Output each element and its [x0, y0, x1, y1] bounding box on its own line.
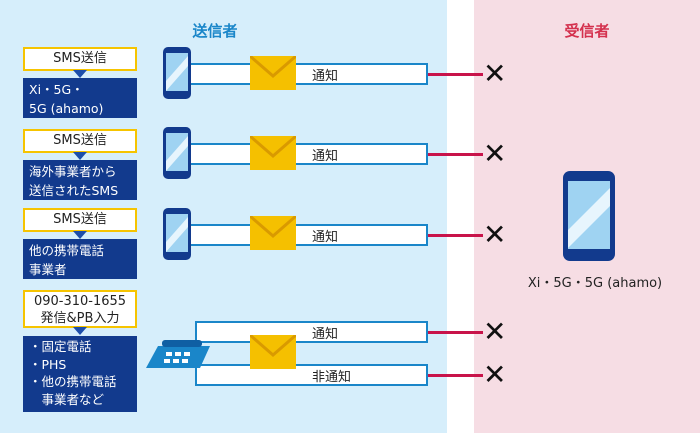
receiver-label: Xi・5G・5G (ahamo) — [527, 276, 663, 291]
smartphone-icon — [163, 208, 191, 260]
sender-desc-line: ・固定電話 — [29, 339, 92, 354]
sms-send-tag-1: SMS送信 — [23, 47, 137, 78]
sms-send-tag-2: SMS送信 — [23, 129, 137, 160]
sender-desc-line: 5G (ahamo) — [29, 101, 104, 116]
sender-desc-line: ・PHS — [29, 356, 67, 372]
blocked-x-icon: ✕ — [483, 315, 507, 348]
sender-desc-line: Xi・5G・ — [29, 82, 84, 97]
smartphone-icon — [163, 127, 191, 179]
blocked-line-5 — [428, 374, 483, 377]
notice-label-1: 通知 — [312, 69, 339, 84]
notice-label-4: 通知 — [312, 327, 339, 342]
mail-icon — [250, 56, 296, 90]
sms-send-tag-3: SMS送信 — [23, 208, 137, 239]
blocked-x-icon: ✕ — [483, 218, 507, 251]
sender-header: 送信者 — [192, 22, 238, 40]
mail-icon — [250, 335, 296, 369]
pb-input-label: 発信&PB入力 — [40, 311, 120, 326]
blocked-line-2 — [428, 153, 483, 156]
sender-desc-line: 事業者 — [29, 262, 67, 277]
blocked-line-3 — [428, 234, 483, 237]
notice-bar-3 — [182, 224, 428, 246]
sender-desc-4: ・固定電話 ・PHS ・他の携帯電話 事業者など — [23, 336, 137, 412]
sender-desc-1: Xi・5G・ 5G (ahamo) — [23, 78, 137, 118]
receiver-header: 受信者 — [564, 22, 610, 40]
mail-icon — [250, 216, 296, 250]
notice-label-5: 非通知 — [312, 370, 352, 385]
mail-icon — [250, 136, 296, 170]
notice-bar-5 — [195, 364, 428, 386]
sender-desc-line: 他の携帯電話 — [29, 243, 105, 258]
blocked-x-icon: ✕ — [483, 358, 507, 391]
notice-label-2: 通知 — [312, 149, 339, 164]
sender-desc-line: 海外事業者から — [29, 164, 117, 179]
landline-phone-icon — [146, 340, 210, 368]
smartphone-icon — [163, 47, 191, 99]
blocked-x-icon: ✕ — [483, 57, 507, 90]
notice-bar-1 — [182, 63, 428, 85]
sender-desc-2: 海外事業者から 送信されたSMS — [23, 160, 137, 200]
blocked-line-4 — [428, 331, 483, 334]
blocked-line-1 — [428, 73, 483, 76]
blocked-x-icon: ✕ — [483, 137, 507, 170]
sender-desc-line: ・他の携帯電話 — [29, 374, 117, 389]
notice-bar-2 — [182, 143, 428, 165]
receiver-smartphone-icon — [563, 171, 615, 261]
sender-desc-line: 事業者など — [29, 391, 105, 407]
notice-label-3: 通知 — [312, 230, 339, 245]
sender-desc-3: 他の携帯電話 事業者 — [23, 239, 137, 279]
call-pb-input-tag: 090-310-1655 発信&PB入力 — [23, 290, 137, 335]
call-number-label: 090-310-1655 — [33, 294, 127, 309]
sender-desc-line: 送信されたSMS — [29, 183, 119, 198]
